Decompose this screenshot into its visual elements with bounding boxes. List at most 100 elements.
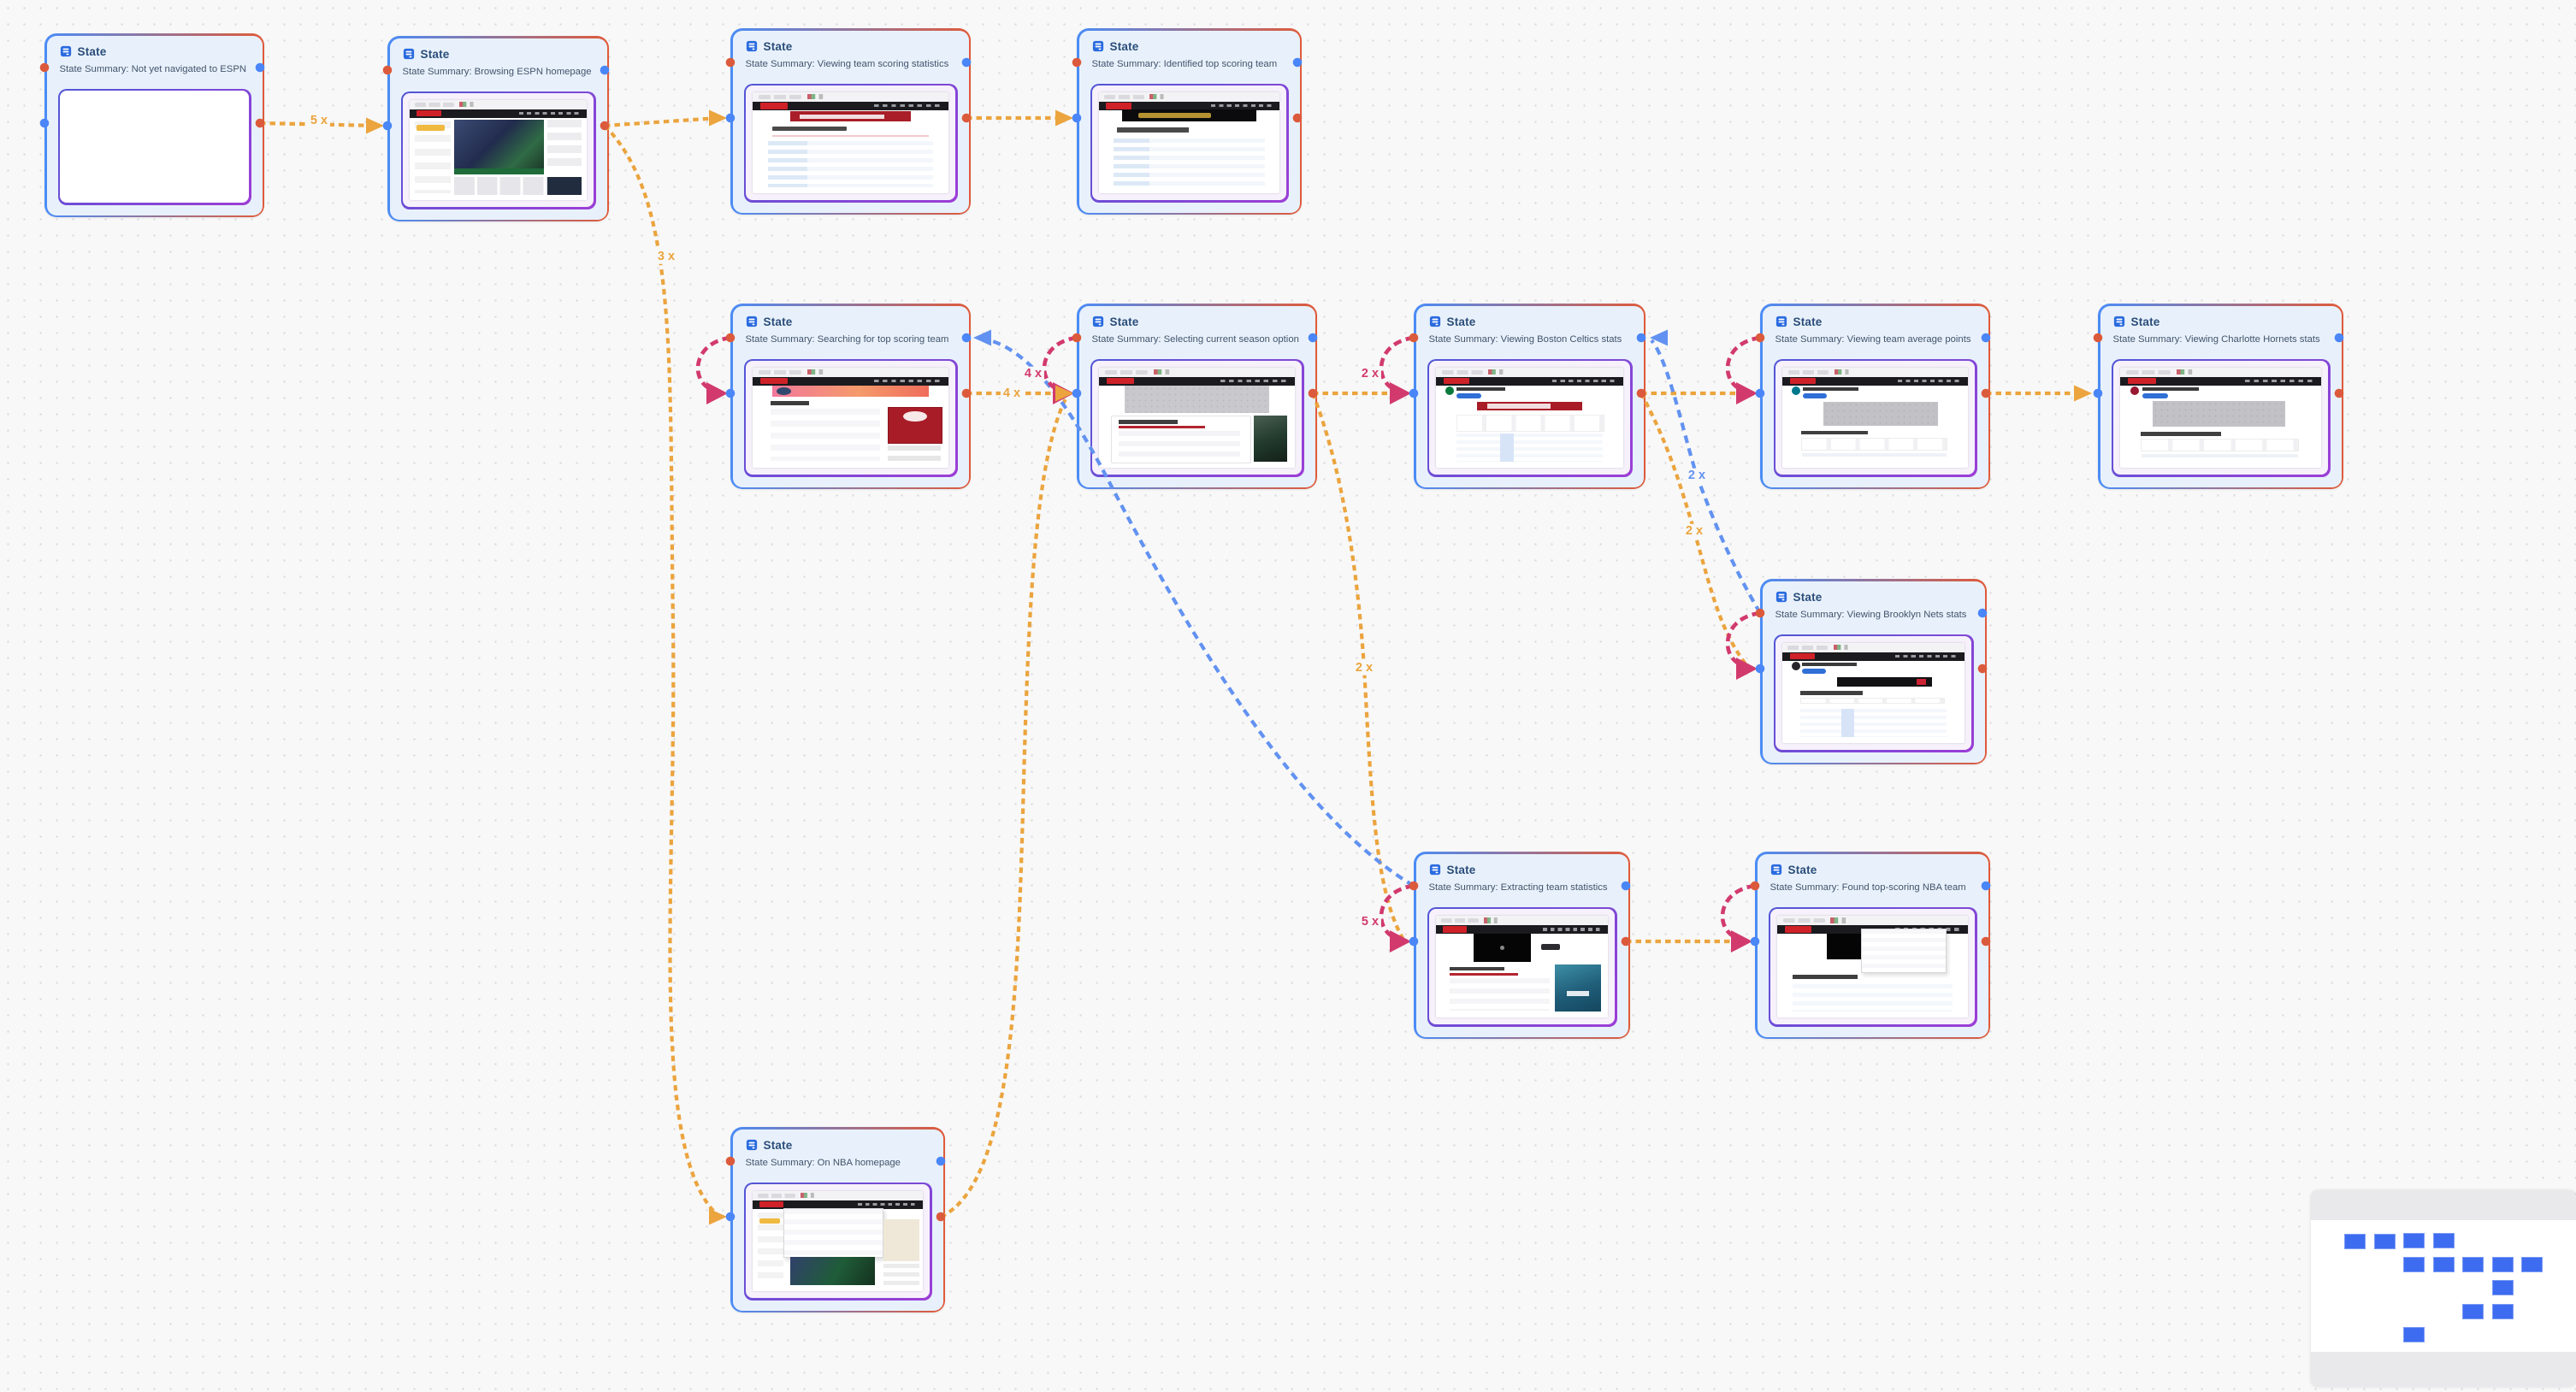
node-screenshot-thumbnail <box>1773 358 1977 477</box>
minimap-node-s3 <box>2403 1233 2425 1248</box>
self-loop-s12[interactable] <box>1720 883 1756 942</box>
state-database-icon <box>60 45 72 57</box>
self-loop-s7[interactable] <box>1379 335 1415 394</box>
state-database-icon <box>1775 591 1787 603</box>
self-loop-s11[interactable] <box>1379 883 1415 942</box>
minimap-node-s9 <box>2521 1256 2544 1272</box>
minimap-node-s8 <box>2492 1256 2514 1272</box>
node-summary: State Summary: Searching for top scoring… <box>745 333 949 345</box>
minimap-node-s11 <box>2462 1303 2484 1319</box>
minimap-node-s7 <box>2462 1256 2484 1272</box>
self-loop-s6[interactable] <box>1042 335 1078 394</box>
node-screenshot-thumbnail <box>743 358 958 477</box>
minimap-node-s4 <box>2433 1233 2455 1248</box>
node-screenshot-thumbnail <box>743 1182 932 1301</box>
node-header: State <box>1079 306 1315 328</box>
state-database-icon <box>1429 864 1441 876</box>
node-header: State <box>1763 581 1985 604</box>
node-summary: State Summary: Extracting team statistic… <box>1428 882 1608 893</box>
node-title: State <box>1787 863 1817 876</box>
edge-count-label-s6-s11: 2 x <box>1352 660 1376 675</box>
edge-count-label-s1-s2: 5 x <box>307 113 331 128</box>
node-screenshot-thumbnail <box>743 83 958 203</box>
edge-arrowhead-s8-s9 <box>2074 385 2092 402</box>
node-title: State <box>1109 39 1139 53</box>
minimap-node-s10 <box>2492 1280 2514 1296</box>
node-screenshot-thumbnail <box>57 88 251 205</box>
self-loop-count-label-s11: 5 x <box>1358 914 1382 929</box>
node-title: State <box>1446 863 1476 876</box>
node-title: State <box>2130 315 2160 328</box>
node-summary: State Summary: Viewing team average poin… <box>1775 333 1971 345</box>
node-screenshot-thumbnail <box>1427 358 1633 477</box>
node-screenshot-thumbnail <box>1090 358 1304 477</box>
node-summary: State Summary: Selecting current season … <box>1091 333 1299 345</box>
node-screenshot-thumbnail <box>1090 83 1289 203</box>
state-database-icon <box>1770 864 1782 876</box>
self-loop-s10[interactable] <box>1725 610 1761 669</box>
node-header: State <box>47 36 263 58</box>
self-loop-s8[interactable] <box>1725 335 1761 394</box>
state-database-icon <box>1775 316 1787 327</box>
self-loop-count-label-s6: 4 x <box>1021 366 1045 381</box>
node-summary: State Summary: Identified top scoring te… <box>1091 58 1278 69</box>
node-title: State <box>763 39 793 53</box>
node-header: State <box>733 31 969 53</box>
node-header: State <box>1758 854 1988 876</box>
self-loop-arrowhead-s12 <box>1731 930 1752 953</box>
node-title: State <box>763 1138 793 1152</box>
state-database-icon <box>746 316 758 327</box>
edge-count-label-s5-s6: 4 x <box>1000 386 1024 401</box>
minimap-node-s1 <box>2344 1233 2366 1249</box>
node-summary: State Summary: On NBA homepage <box>745 1157 901 1168</box>
self-loop-arrowhead-s7 <box>1390 382 1411 404</box>
edge-arrowhead-s2-s3 <box>709 109 727 127</box>
node-title: State <box>1793 590 1823 604</box>
node-header: State <box>1079 31 1300 53</box>
minimap-node-s6 <box>2433 1256 2455 1272</box>
node-summary: State Summary: Viewing team scoring stat… <box>745 58 949 69</box>
state-database-icon <box>403 48 415 60</box>
node-title: State <box>1793 315 1823 328</box>
node-screenshot-thumbnail <box>400 91 596 209</box>
node-screenshot-thumbnail <box>1427 906 1617 1027</box>
node-header: State <box>733 306 969 328</box>
edge-arrowhead-s3-s4 <box>1055 109 1073 127</box>
self-loop-arrowhead-s8 <box>1736 382 1758 404</box>
node-header: State <box>1416 854 1628 876</box>
node-summary: State Summary: Viewing Charlotte Hornets… <box>2112 333 2320 345</box>
state-database-icon <box>1092 316 1104 327</box>
edge-s2-s13[interactable] <box>603 124 721 1218</box>
node-title: State <box>1446 315 1476 328</box>
minimap-node-s2 <box>2373 1233 2396 1249</box>
self-loop-s5[interactable] <box>695 335 731 394</box>
edge-arrowhead-s10-s7 <box>1650 329 1668 346</box>
edge-s2-s3[interactable] <box>604 115 719 128</box>
edge-s13-s6[interactable] <box>940 396 1068 1218</box>
minimap[interactable] <box>2311 1190 2576 1387</box>
self-loop-count-label-s7: 2 x <box>1358 366 1382 381</box>
